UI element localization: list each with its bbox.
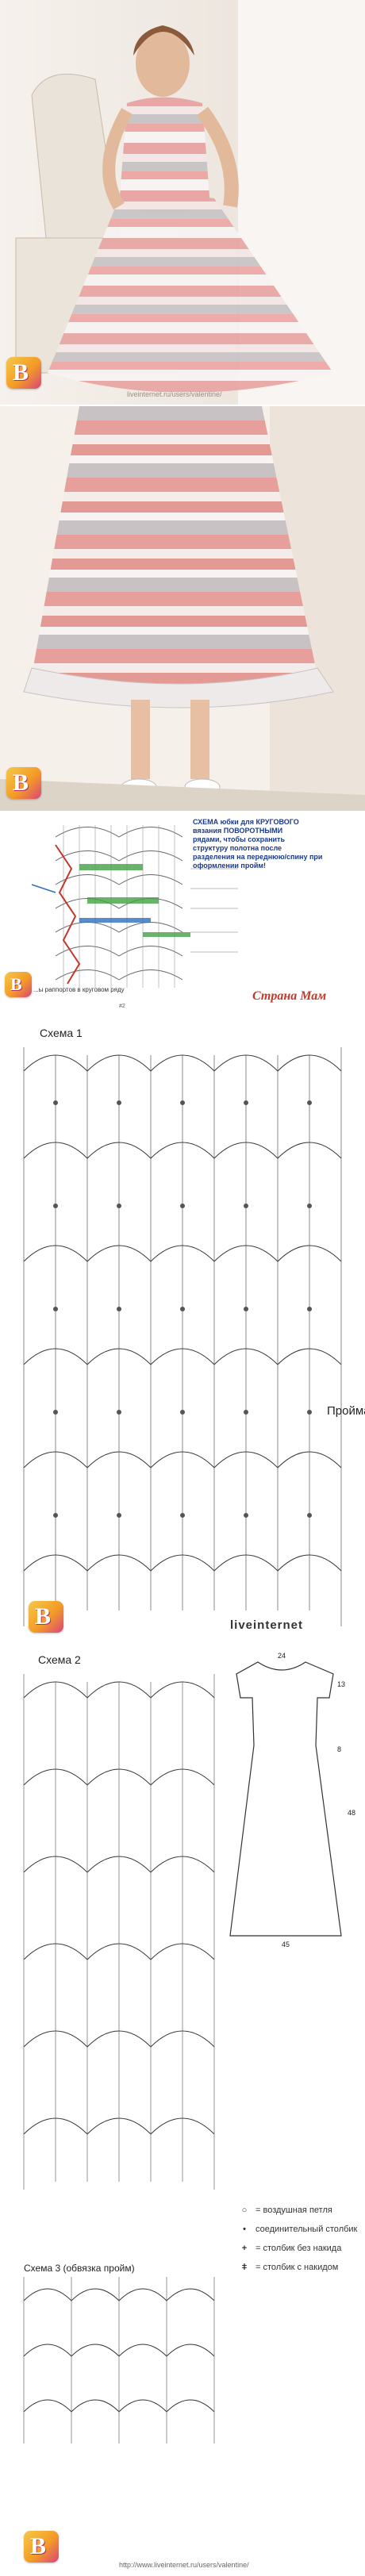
site-logo-3: B [5,972,32,997]
diagram1-page-number: #2 [119,1004,125,1009]
single-crochet-icon: + [241,2244,248,2253]
crochet-schema-1: Схема 1 [0,1023,365,1642]
photo-seated-model: B liveinternet.ru/users/valentine/ [0,0,365,405]
diagram1-title: СХЕМА юбки для КРУГОВОГО вязания ПОВОРОТ… [193,818,323,870]
site-logo: B [6,357,41,389]
dim-height: 48 [348,1809,356,1817]
site-logo-5: B [24,2531,59,2563]
skirt-closeup-illustration [0,406,365,811]
schema1-title: Схема 1 [40,1027,83,1039]
schema3-title: Схема 3 (обвязка пройм) [24,2263,135,2274]
diagram1-footer-note: ...ы раппортов в круговом ряду [33,986,125,993]
slip-stitch-icon: • [243,2225,246,2234]
photo-watermark: liveinternet.ru/users/valentine/ [127,390,222,398]
site-tag: liveinternet [230,1618,304,1632]
dress-outline [229,1661,342,1937]
crochet-schema-2-3: Схема 2 24 [0,1650,365,2576]
crochet-diagram-round: СХЕМА юбки для КРУГОВОГО вязания ПОВОРОТ… [0,813,365,1012]
chain-stitch-icon: ○ [241,2206,248,2215]
legend-item: + = столбик без накида [238,2244,342,2253]
site-logo-4: B [29,1601,63,1633]
brand-stranamam: Страна Мам [252,989,327,1003]
double-crochet-icon: ǂ [241,2263,248,2272]
armhole-label: Пройма [327,1404,365,1418]
dim-bottom: 45 [282,1941,290,1948]
dim-side-top: 13 [337,1680,346,1688]
site-logo-2: B [6,767,41,799]
schema1-drawing [23,1047,342,1626]
round-diagram-drawing [31,825,238,988]
seated-model-illustration [0,0,365,405]
legend-item: • соединительный столбик [238,2225,357,2234]
dim-side-mid: 8 [337,1745,342,1753]
source-url: http://www.liveinternet.ru/users/valenti… [119,2561,249,2569]
legend-item: ○ = воздушная петля [238,2206,332,2215]
schema2-drawing [23,1661,342,2444]
schema2-title: Схема 2 [38,1653,81,1666]
dim-top: 24 [278,1652,286,1660]
photo-standing-skirt: B [0,406,365,811]
legend-item: ǂ = столбик с накидом [238,2263,339,2272]
